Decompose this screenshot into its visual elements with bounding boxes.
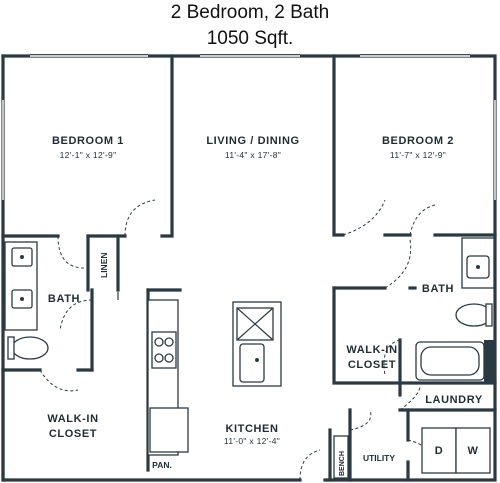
washer-label: W [468,445,479,457]
kitchen-label: KITCHEN [225,423,278,435]
walkin1-label-line1: WALK-IN [47,413,98,425]
bath1-label: BATH [48,293,80,305]
walkin2-label-line1: WALK-IN [346,344,397,356]
bedroom2-label: BEDROOM 2 [382,135,454,147]
bath1-fixtures [4,241,49,360]
walkin1-label-line2: CLOSET [49,428,97,440]
bedroom2-dims: 11'-7" x 12'-9" [390,150,446,160]
pantry-label: PAN. [152,460,172,470]
bath2-fixtures [415,237,495,382]
dryer-label: D [435,445,444,457]
linen-label: LINEN [99,253,109,279]
bedroom1-dims: 12'-1" x 12'-9" [60,150,117,160]
bath2-label: BATH [422,283,454,295]
living-dims: 11'-4" x 17'-8" [225,150,281,160]
living-label: LIVING / DINING [206,135,299,147]
bedroom1-label: BEDROOM 1 [52,135,124,147]
plan-title: 2 Bedroom, 2 Bath [170,2,330,23]
walkin2-label-line2: CLOSET [348,359,396,371]
laundry-label: LAUNDRY [425,394,483,406]
bench-label: BENCH [339,451,346,476]
laundry-fixtures [333,427,491,479]
kitchen-fixtures [147,299,282,456]
kitchen-dims: 11'-0" x 12'-4" [224,436,280,446]
interior-walls [1,54,497,482]
utility-label: UTILITY [363,453,395,463]
plan-area: 1050 Sqft. [206,28,294,49]
